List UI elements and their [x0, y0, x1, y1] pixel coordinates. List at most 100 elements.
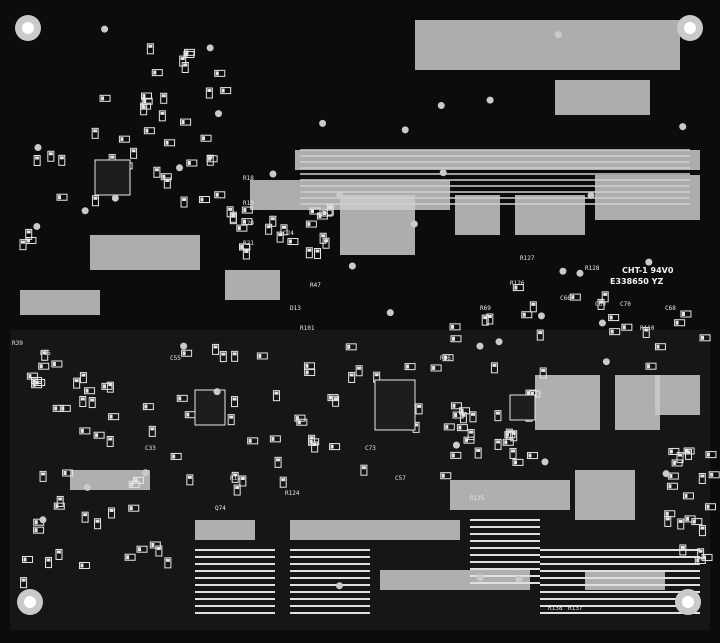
smd-pad: [305, 370, 309, 375]
smd-pad: [185, 50, 189, 55]
smd-component: [526, 452, 538, 460]
via: [81, 207, 89, 215]
smd-component: [91, 127, 99, 139]
smd-component: [708, 471, 720, 479]
smd-component: [231, 471, 239, 483]
smd-component: [677, 518, 685, 530]
smd-component: [404, 363, 416, 371]
smd-pad: [458, 425, 462, 430]
smd-component: [668, 447, 680, 455]
smd-pad: [526, 391, 530, 396]
silkscreen-label: R122: [230, 475, 245, 482]
smd-pad: [242, 219, 246, 224]
smd-pad: [153, 70, 157, 75]
smd-pad: [85, 388, 89, 393]
smd-component: [186, 159, 198, 167]
smd-component: [474, 447, 482, 459]
via: [554, 31, 562, 39]
smd-pad: [492, 363, 497, 367]
smd-pad: [609, 315, 613, 320]
smd-component: [176, 394, 188, 402]
smd-component: [645, 362, 657, 370]
smd-component: [180, 118, 192, 126]
smd-component: [79, 395, 87, 407]
smd-pad: [673, 460, 677, 465]
smd-component: [26, 372, 38, 380]
smd-component: [20, 577, 28, 589]
smd-pad: [32, 378, 36, 383]
via: [679, 123, 687, 131]
smd-pad: [59, 156, 64, 160]
silkscreen-label: R128: [585, 265, 600, 272]
smd-component: [609, 328, 621, 336]
smd-pad: [240, 476, 245, 480]
smd-component: [158, 110, 166, 122]
ic-footprint: [194, 389, 226, 426]
smd-pad: [81, 373, 86, 377]
smd-pad: [361, 466, 366, 470]
silkscreen-label: R137: [568, 605, 583, 612]
solder-area: [225, 270, 280, 300]
smd-pad: [26, 238, 30, 243]
smd-pad: [63, 471, 67, 476]
smd-pad: [470, 412, 475, 416]
smd-pad: [35, 380, 39, 385]
smd-pad: [647, 364, 651, 369]
smd-component: [676, 452, 684, 464]
mounting-hole: [24, 596, 36, 608]
via: [39, 516, 47, 524]
smd-component: [597, 298, 605, 310]
smd-component: [355, 365, 363, 377]
smd-component: [118, 135, 130, 143]
smd-component: [443, 423, 455, 431]
smd-component: [463, 436, 475, 444]
smd-component: [322, 237, 330, 249]
via: [336, 191, 344, 199]
smd-pad: [184, 52, 188, 57]
smd-pad: [330, 444, 334, 449]
smd-component: [25, 236, 37, 244]
smd-component: [163, 177, 171, 189]
silkscreen-label: R124: [285, 490, 300, 497]
silkscreen-label: R101: [300, 325, 315, 332]
smd-pad: [54, 406, 58, 411]
smd-pad: [656, 344, 660, 349]
smd-component: [146, 43, 154, 55]
via: [348, 262, 356, 270]
solder-area: [70, 470, 150, 490]
smd-pad: [528, 453, 532, 458]
smd-component: [327, 394, 339, 402]
smd-component: [153, 166, 161, 178]
smd-component: [621, 323, 633, 331]
smd-component: [239, 243, 251, 251]
smd-component: [680, 310, 692, 318]
smd-component: [106, 381, 114, 393]
silkscreen-label: C68: [665, 305, 676, 312]
via: [437, 102, 445, 110]
smd-pad: [318, 214, 322, 219]
smd-pad: [692, 519, 696, 524]
smd-pad: [504, 440, 508, 445]
smd-pad: [101, 96, 105, 101]
smd-pad: [271, 436, 275, 441]
smd-component: [664, 515, 672, 527]
smd-component: [108, 507, 116, 519]
smd-component: [265, 223, 273, 235]
smd-component: [220, 87, 232, 95]
smd-pad: [32, 382, 36, 387]
smd-component: [136, 545, 148, 553]
smd-component: [124, 553, 136, 561]
smd-pad: [495, 411, 500, 415]
smd-pad: [675, 320, 679, 325]
smd-component: [705, 451, 717, 459]
smd-pad: [95, 433, 99, 438]
smd-pad: [162, 174, 166, 179]
smd-pad: [665, 511, 669, 516]
via: [602, 358, 610, 366]
smd-pad: [696, 558, 700, 563]
smd-component: [33, 155, 41, 167]
smd-component: [348, 371, 356, 383]
via: [598, 319, 606, 327]
smd-component: [181, 349, 193, 357]
smd-pad: [451, 453, 455, 458]
